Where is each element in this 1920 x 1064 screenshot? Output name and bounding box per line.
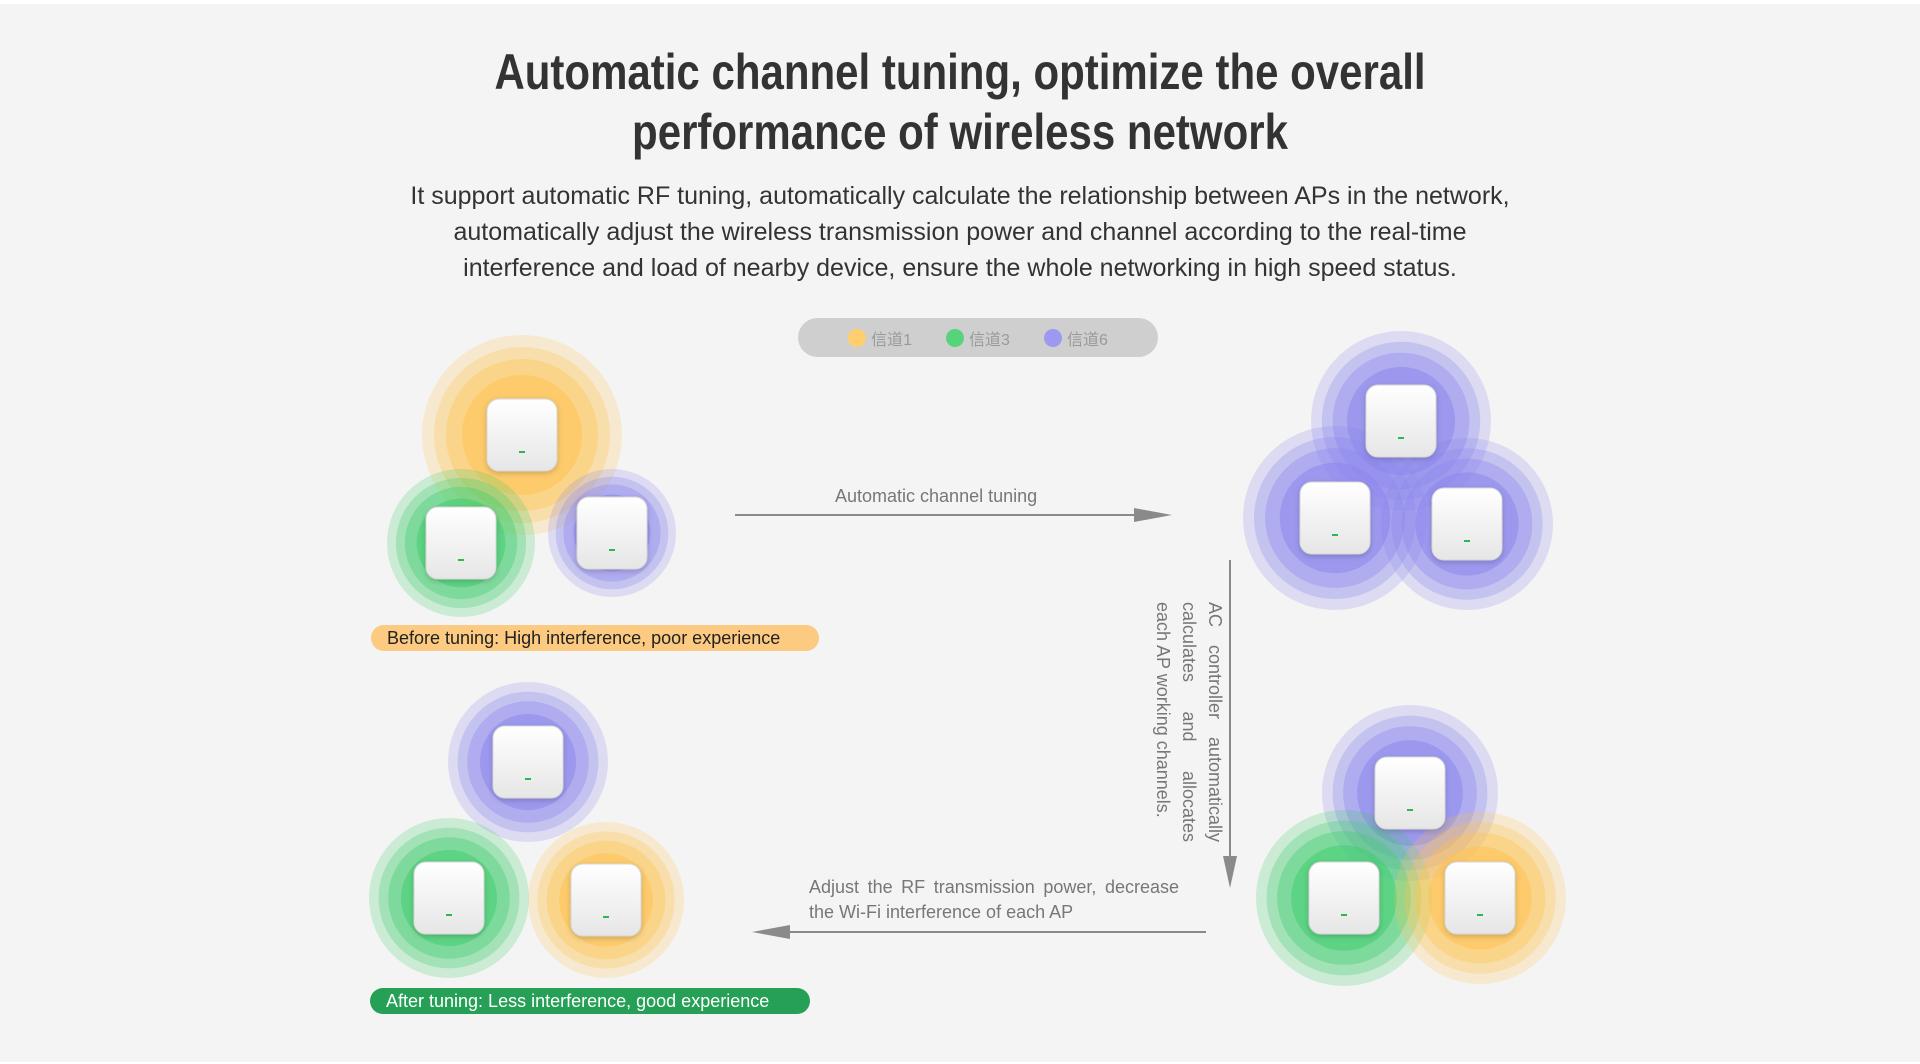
access-point-icon bbox=[486, 398, 558, 472]
legend-swatch-channel6 bbox=[1043, 328, 1062, 347]
legend-item-channel3: 信道3 bbox=[946, 326, 1010, 350]
access-point-icon bbox=[576, 496, 648, 570]
legend-item-channel6: 信道6 bbox=[1043, 326, 1108, 350]
access-points bbox=[413, 384, 1516, 937]
legend-label-channel6: 信道6 bbox=[1066, 331, 1108, 349]
legend-swatch-channel1 bbox=[848, 328, 867, 347]
legend-swatch-channel3 bbox=[946, 328, 965, 347]
access-point-icon bbox=[1444, 861, 1516, 935]
arrow-bottom-head bbox=[752, 925, 790, 939]
access-point-allocated-2 bbox=[1308, 861, 1380, 935]
arrow-bottom-line-1: Adjust the RF transmission power, decrea… bbox=[809, 877, 1179, 897]
access-point-all-same-2 bbox=[1299, 481, 1371, 555]
access-point-after-2 bbox=[413, 861, 485, 935]
access-point-before-3 bbox=[576, 496, 648, 570]
arrow-bottom-line-2: the Wi-Fi interference of each AP bbox=[809, 902, 1074, 922]
access-point-allocated-3 bbox=[1444, 861, 1516, 935]
arrow-top-head bbox=[1134, 508, 1172, 522]
access-point-icon bbox=[1299, 481, 1371, 555]
access-point-before-2 bbox=[425, 506, 497, 580]
access-point-all-same-3 bbox=[1431, 487, 1503, 561]
access-point-icon bbox=[570, 863, 642, 937]
legend-label-channel1: 信道1 bbox=[871, 331, 913, 349]
access-point-icon bbox=[425, 506, 497, 580]
title-line-1: Automatic channel tuning, optimize the o… bbox=[494, 44, 1426, 100]
access-point-icon bbox=[1374, 756, 1446, 830]
vertical-line-1: AC controller automatically bbox=[1205, 602, 1225, 842]
legend-label-channel3: 信道3 bbox=[969, 331, 1010, 349]
access-point-after-1 bbox=[492, 725, 564, 799]
flow-arrows bbox=[735, 508, 1237, 939]
description-line-2: automatically adjust the wireless transm… bbox=[453, 218, 1467, 246]
vertical-line-3: each AP working channels. bbox=[1153, 602, 1173, 818]
access-point-before-1 bbox=[486, 398, 558, 472]
vertical-line-2: calculates and allocates bbox=[1179, 602, 1199, 842]
title-line-2: performance of wireless network bbox=[632, 104, 1288, 160]
access-point-icon bbox=[1431, 487, 1503, 561]
before-tuning-badge: Before tuning: High interference, poor e… bbox=[371, 625, 819, 651]
access-point-icon bbox=[413, 861, 485, 935]
page-description: It support automatic RF tuning, automati… bbox=[360, 178, 1560, 286]
access-point-icon bbox=[1308, 861, 1380, 935]
access-point-icon bbox=[492, 725, 564, 799]
page-title: Automatic channel tuning, optimize the o… bbox=[456, 42, 1464, 162]
description-line-3: interference and load of nearby device, … bbox=[463, 254, 1457, 282]
arrow-bottom-label: Adjust the RF transmission power, decrea… bbox=[809, 875, 1179, 925]
access-point-allocated-1 bbox=[1374, 756, 1446, 830]
arrow-top-label: Automatic channel tuning bbox=[835, 486, 1038, 506]
description-line-1: It support automatic RF tuning, automati… bbox=[410, 182, 1510, 210]
vertical-annotation: AC controller automatically calculates a… bbox=[1148, 602, 1228, 842]
access-point-all-same-1 bbox=[1365, 384, 1437, 458]
access-point-after-3 bbox=[570, 863, 642, 937]
after-tuning-badge: After tuning: Less interference, good ex… bbox=[370, 988, 810, 1014]
page-background bbox=[0, 4, 1920, 1062]
channel-legend: 信道1 信道3 信道6 bbox=[798, 318, 1158, 357]
access-point-icon bbox=[1365, 384, 1437, 458]
arrow-down-head bbox=[1223, 856, 1237, 888]
legend-item-channel1: 信道1 bbox=[848, 326, 912, 350]
